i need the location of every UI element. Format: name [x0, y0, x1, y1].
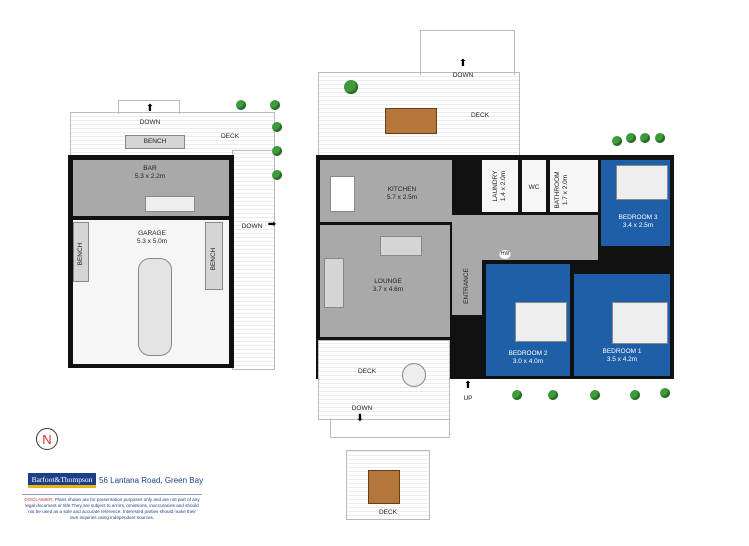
tree-icon — [612, 136, 622, 146]
tree-icon — [655, 133, 665, 143]
sofa — [380, 236, 422, 256]
steps — [420, 30, 515, 75]
bed — [616, 165, 668, 200]
bench-top — [125, 135, 185, 149]
tree-icon — [344, 80, 358, 94]
car — [138, 258, 172, 356]
tree-icon — [660, 388, 670, 398]
arrow-up-icon: ⬆ — [458, 58, 468, 69]
deck-garage-top — [70, 112, 275, 157]
arrow-right-icon: ➡ — [267, 219, 277, 230]
tree-icon — [512, 390, 522, 400]
bed — [515, 302, 567, 342]
arrow-up-icon: ⬆ — [145, 103, 155, 114]
deck-garage-side — [232, 150, 275, 370]
tree-icon — [626, 133, 636, 143]
tree-icon — [236, 100, 246, 110]
compass-north-icon: N — [36, 428, 58, 450]
bench-left — [73, 222, 89, 282]
tree-icon — [270, 100, 280, 110]
bed — [612, 302, 668, 344]
divider — [22, 494, 202, 495]
down-label: DOWN — [139, 119, 161, 126]
arrow-up-icon: ⬆ — [463, 380, 473, 391]
bench-right — [205, 222, 223, 290]
down-label: DOWN — [452, 72, 474, 79]
deck-label: DECK — [220, 133, 240, 140]
bench-label: BENCH — [210, 247, 217, 271]
tree-icon — [272, 146, 282, 156]
hw-label: HW — [499, 250, 511, 259]
round-table — [402, 363, 426, 387]
wc-room — [522, 160, 546, 212]
tree-icon — [272, 170, 282, 180]
entrance-room — [452, 215, 482, 315]
outdoor-table — [368, 470, 400, 504]
down-label: DOWN — [351, 405, 373, 412]
deck-bottom — [318, 340, 450, 420]
deck-label: DECK — [470, 112, 490, 119]
arrow-down-icon: ⬇ — [355, 413, 365, 424]
sofa — [324, 258, 344, 308]
bench-label: BENCH — [77, 242, 84, 266]
tree-icon — [548, 390, 558, 400]
brand-logo: Barfoot&Thompson — [28, 473, 96, 488]
wc-label: WC — [528, 184, 540, 191]
bar-table — [145, 196, 195, 212]
tree-icon — [590, 390, 600, 400]
outdoor-table — [385, 108, 437, 134]
disclaimer: DISCLAIMER: Plans shown are for presenta… — [24, 497, 200, 520]
tree-icon — [272, 122, 282, 132]
bench-label: BENCH — [143, 138, 167, 145]
laundry-room — [482, 160, 518, 212]
tree-icon — [630, 390, 640, 400]
tree-icon — [640, 133, 650, 143]
bathroom-room — [550, 160, 598, 212]
down-label: DOWN — [241, 223, 263, 230]
deck-label: DECK — [357, 368, 377, 375]
dining-table — [330, 176, 355, 212]
steps — [330, 418, 450, 438]
deck-separate — [346, 450, 430, 520]
steps — [118, 100, 180, 114]
up-label: UP — [463, 395, 473, 402]
property-address: 56 Lantana Road, Green Bay — [99, 476, 204, 485]
entrance-label: ENTRANCE — [463, 268, 470, 304]
deck-label: DECK — [378, 509, 398, 516]
